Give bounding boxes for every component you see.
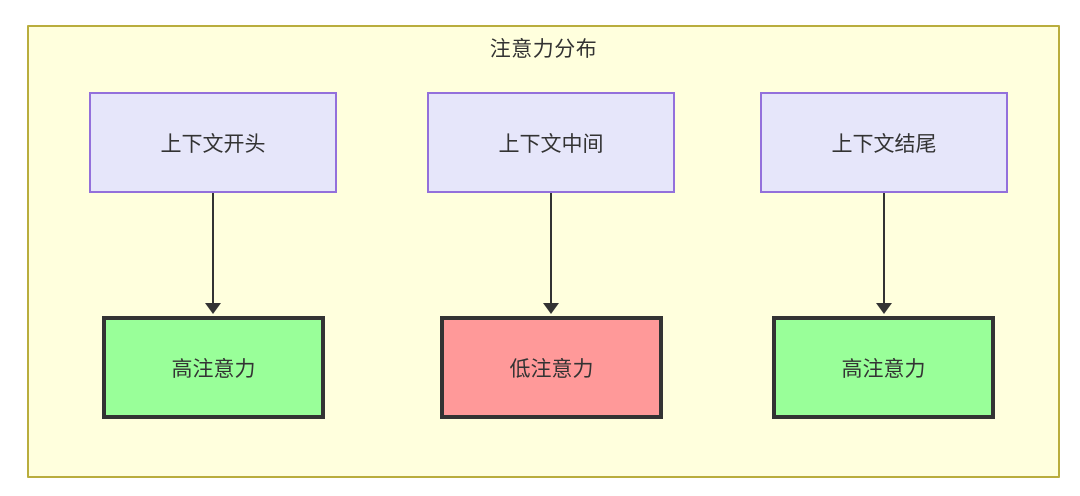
node-low-attention-middle[interactable]: 低注意力 xyxy=(440,316,663,419)
node-label: 上下文开头 xyxy=(160,132,266,156)
node-context-end[interactable]: 上下文结尾 xyxy=(760,92,1008,193)
edge-context-middle-to-low-attention xyxy=(550,193,552,303)
node-label: 上下文中间 xyxy=(498,132,604,156)
arrow-down-icon xyxy=(543,303,559,314)
node-label: 上下文结尾 xyxy=(831,132,937,156)
node-context-middle[interactable]: 上下文中间 xyxy=(427,92,675,193)
edge-context-start-to-high-attention xyxy=(212,193,214,303)
node-label: 高注意力 xyxy=(841,357,926,381)
node-label: 低注意力 xyxy=(509,357,594,381)
node-high-attention-end[interactable]: 高注意力 xyxy=(772,316,995,419)
arrow-down-icon xyxy=(205,303,221,314)
edge-context-end-to-high-attention xyxy=(883,193,885,303)
cluster-title: 注意力分布 xyxy=(489,38,598,61)
node-label: 高注意力 xyxy=(171,357,256,381)
arrow-down-icon xyxy=(876,303,892,314)
node-context-start[interactable]: 上下文开头 xyxy=(89,92,337,193)
node-high-attention-start[interactable]: 高注意力 xyxy=(102,316,325,419)
